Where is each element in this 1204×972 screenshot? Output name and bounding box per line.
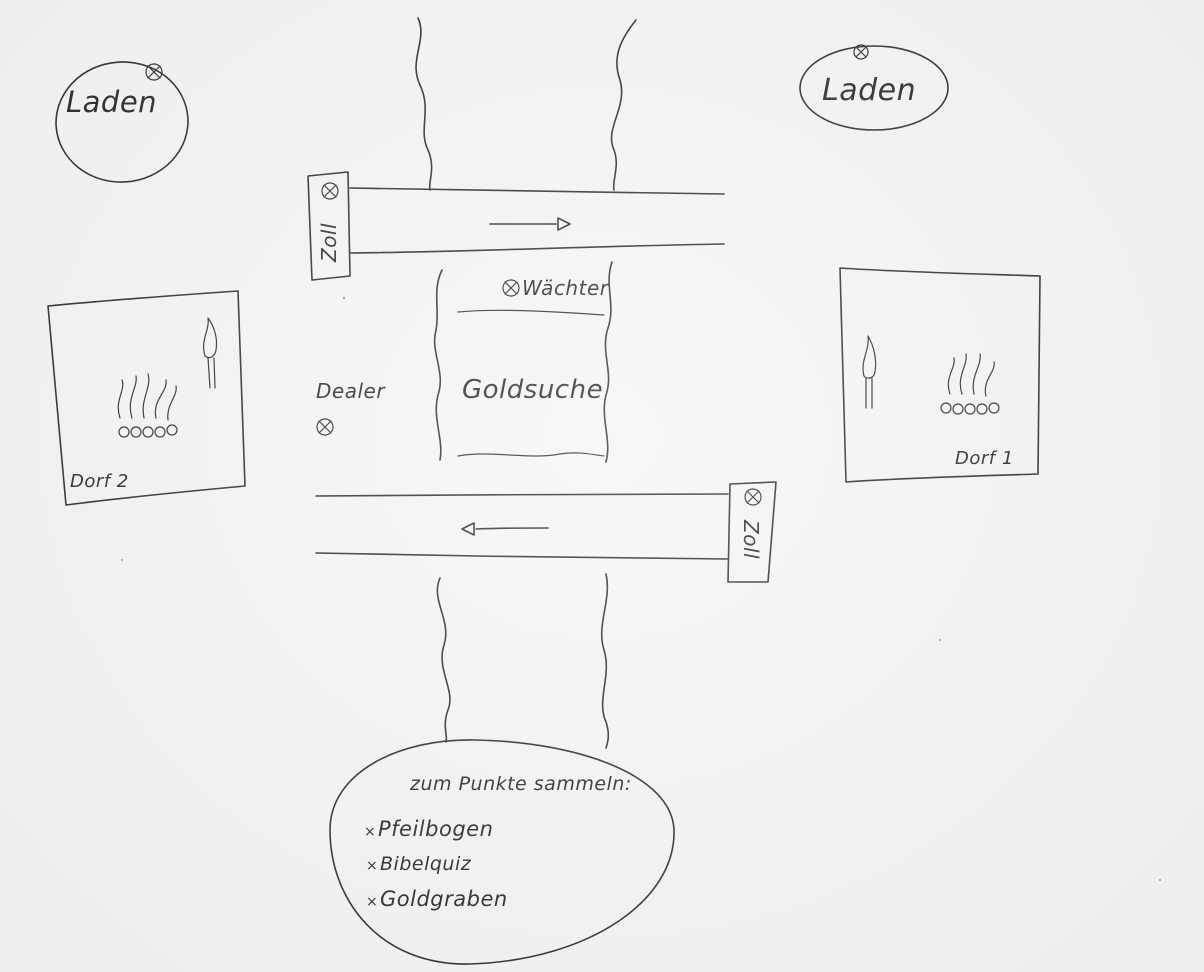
bullet-icon: × [364, 824, 376, 840]
paper-specks [121, 297, 1161, 881]
shop-right: Laden [800, 45, 948, 130]
toll-booth-bottom: Zoll [728, 482, 776, 582]
toll-bottom-label: Zoll [739, 519, 763, 559]
shop-left: Laden [52, 58, 192, 187]
arrow-right-icon [490, 218, 570, 230]
shop-left-label: Laden [66, 85, 157, 119]
dealer-label: Dealer [316, 379, 386, 403]
otimes-marker-icon [317, 419, 333, 435]
road-top [350, 188, 724, 253]
guard-label: Wächter [522, 276, 610, 300]
river-bottom [437, 574, 608, 748]
points-box-heading: zum Punkte sammeln: [409, 773, 632, 795]
otimes-marker-icon [503, 280, 519, 296]
torch-icon [204, 318, 217, 388]
river-top [416, 18, 636, 190]
shop-right-label: Laden [822, 73, 916, 108]
points-item: Bibelquiz [380, 853, 472, 875]
road-bottom [316, 494, 728, 559]
toll-top-label: Zoll [317, 223, 341, 263]
points-item: Goldgraben [380, 887, 508, 911]
points-box: zum Punkte sammeln: × Pfeilbogen × Bibel… [330, 740, 674, 964]
torch-icon [863, 336, 876, 408]
gold-search-area: Goldsuche [458, 375, 604, 456]
bullet-icon: × [366, 894, 378, 910]
otimes-marker-icon [322, 183, 338, 199]
dealer: Dealer [316, 379, 386, 435]
village-left: Dorf 2 [48, 291, 245, 505]
arrow-left-icon [462, 523, 548, 535]
toll-booth-top: Zoll [308, 172, 350, 280]
campfire-icon [941, 354, 999, 414]
points-item: Pfeilbogen [378, 817, 493, 841]
village-right-label: Dorf 1 [955, 448, 1014, 469]
guard: Wächter [458, 276, 610, 315]
village-left-label: Dorf 2 [70, 471, 129, 492]
village-right: Dorf 1 [840, 268, 1040, 482]
gold-search-label: Goldsuche [462, 375, 603, 405]
otimes-marker-icon [745, 489, 761, 505]
bullet-icon: × [366, 858, 378, 874]
campfire-icon [118, 374, 177, 437]
